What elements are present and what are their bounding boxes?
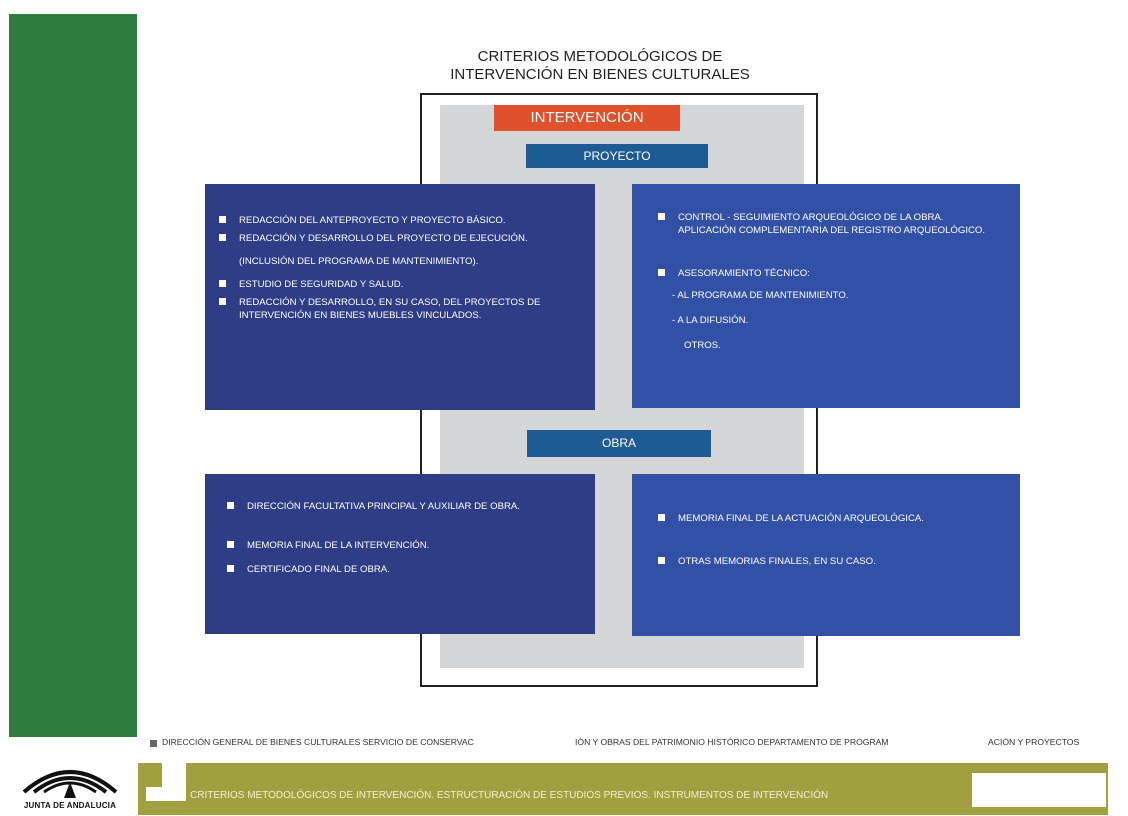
bullet-square-icon [658,514,665,521]
bullet-square-icon [227,565,234,572]
panel-obra-direccion: DIRECCIÓN FACULTATIVA PRINCIPAL Y AUXILI… [205,474,595,634]
panel-obra-memorias: MEMORIA FINAL DE LA ACTUACIÓN ARQUEOLÓGI… [632,474,1020,636]
bullet-square-icon [219,234,226,241]
bottom-band-caption: CRITERIOS METODOLÓGICOS DE INTERVENCIÓN.… [190,790,829,801]
list-item: CONTROL - SEGUIMIENTO ARQUEOLÓGICO DE LA… [656,211,1000,237]
list-item-text: ASESORAMIENTO TÉCNICO: [678,268,810,279]
title-line-2: INTERVENCIÓN EN BIENES CULTURALES [450,66,750,83]
footer-credit-part-1: DIRECCIÓN GENERAL DE BIENES CULTURALES S… [162,737,474,747]
list-item-text: MEMORIA FINAL DE LA INTERVENCIÓN. [247,540,430,551]
proyecto-header: PROYECTO [526,144,708,168]
title-line-1: CRITERIOS METODOLÓGICOS DE [477,48,723,65]
list-item: OTRAS MEMORIAS FINALES, EN SU CASO. [656,555,980,568]
diagram-title: CRITERIOS METODOLÓGICOS DE INTERVENCIÓN … [400,48,800,84]
footer-credit-part-2: IÓN Y OBRAS DEL PATRIMONIO HISTÓRICO DEP… [575,737,889,747]
bullet-square-icon [658,213,665,220]
list-item-text: REDACCIÓN Y DESARROLLO DEL PROYECTO DE E… [239,233,528,244]
list-item-text: CONTROL - SEGUIMIENTO ARQUEOLÓGICO DE LA… [678,212,986,236]
list-note: (INCLUSIÓN DEL PROGRAMA DE MANTENIMIENTO… [239,256,479,267]
bottom-band [138,763,1108,815]
list-item: REDACCIÓN DEL ANTEPROYECTO Y PROYECTO BÁ… [217,214,567,227]
list-item-text: CERTIFICADO FINAL DE OBRA. [247,564,390,575]
bullet-square-icon [658,557,665,564]
list-item: ESTUDIO DE SEGURIDAD Y SALUD. [217,278,567,291]
list-item-text: REDACCIÓN DEL ANTEPROYECTO Y PROYECTO BÁ… [239,215,506,226]
bullet-square-icon [658,269,665,276]
list-item-text: DIRECCIÓN FACULTATIVA PRINCIPAL Y AUXILI… [247,501,520,512]
bottom-band-notch-edge [146,763,162,787]
bullet-square-icon [227,502,234,509]
sub-item: - AL PROGRAMA DE MANTENIMIENTO. [672,290,849,301]
sub-item: OTROS. [684,340,721,351]
obra-header: OBRA [527,430,711,457]
footer-credit-part-3: ACIÓN Y PROYECTOS [988,737,1080,747]
sub-item: - A LA DIFUSIÓN. [672,315,749,326]
bullet-square-icon [219,298,226,305]
list-item-text: REDACCIÓN Y DESARROLLO, EN SU CASO, DEL … [239,297,541,321]
left-green-band [9,14,137,737]
footer-square-icon [150,740,157,747]
bullet-square-icon [227,541,234,548]
bullet-square-icon [219,216,226,223]
list-item-text: OTRAS MEMORIAS FINALES, EN SU CASO. [678,556,876,567]
panel-proyecto-arqueologia: CONTROL - SEGUIMIENTO ARQUEOLÓGICO DE LA… [632,184,1020,408]
list-item: CERTIFICADO FINAL DE OBRA. [225,563,555,576]
list-item-text: MEMORIA FINAL DE LA ACTUACIÓN ARQUEOLÓGI… [678,513,924,524]
intervencion-header: INTERVENCIÓN [494,105,680,131]
logo-caption: JUNTA DE ANDALUCIA [23,801,117,810]
panel-proyecto-redaccion: REDACCIÓN DEL ANTEPROYECTO Y PROYECTO BÁ… [205,184,595,410]
list-item: DIRECCIÓN FACULTATIVA PRINCIPAL Y AUXILI… [225,500,555,513]
list-item: MEMORIA FINAL DE LA ACTUACIÓN ARQUEOLÓGI… [656,512,980,525]
list-item: MEMORIA FINAL DE LA INTERVENCIÓN. [225,539,555,552]
junta-andalucia-logo-icon [22,770,118,798]
list-item: REDACCIÓN Y DESARROLLO, EN SU CASO, DEL … [217,296,567,322]
list-item-text: ESTUDIO DE SEGURIDAD Y SALUD. [239,279,404,290]
list-item: ASESORAMIENTO TÉCNICO: [656,267,1000,280]
list-item: REDACCIÓN Y DESARROLLO DEL PROYECTO DE E… [217,232,567,245]
bullet-square-icon [219,280,226,287]
bottom-band-blank-box [972,773,1106,807]
